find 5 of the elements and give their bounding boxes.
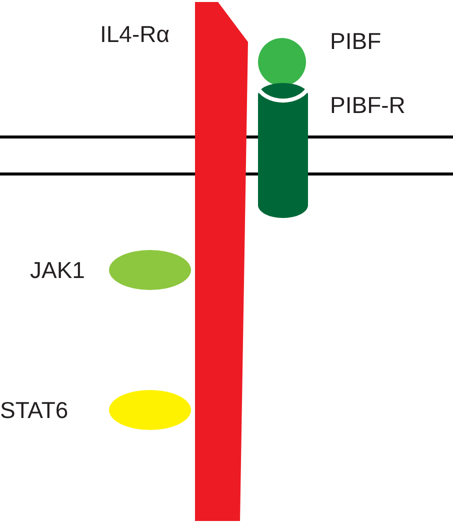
protein-label: PIBF-R [330, 94, 406, 117]
protein-label: PIBF [330, 30, 382, 53]
protein-label: JAK1 [30, 259, 85, 282]
protein-label: STAT6 [0, 399, 68, 422]
protein-label: IL4-Rα [100, 23, 170, 46]
